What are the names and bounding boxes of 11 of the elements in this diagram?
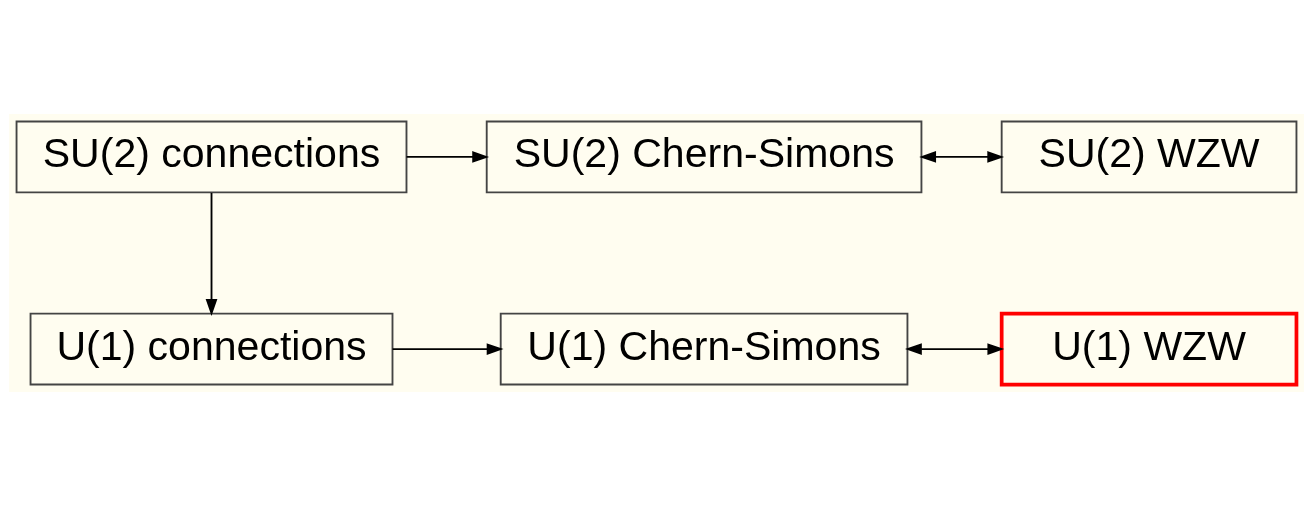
node-box: SU(2) WZW bbox=[1000, 120, 1298, 193]
arrow bbox=[919, 150, 1005, 163]
node-box: SU(2) Chern-Simons bbox=[485, 120, 923, 193]
node-box: SU(2) connections bbox=[15, 120, 408, 193]
node-box: U(1) WZW bbox=[999, 311, 1299, 386]
arrow bbox=[405, 150, 490, 163]
arrow bbox=[205, 191, 218, 316]
node-box: U(1) Chern-Simons bbox=[499, 312, 909, 385]
arrow bbox=[905, 342, 1005, 355]
arrow bbox=[391, 342, 504, 355]
node-box: U(1) connections bbox=[29, 312, 394, 385]
